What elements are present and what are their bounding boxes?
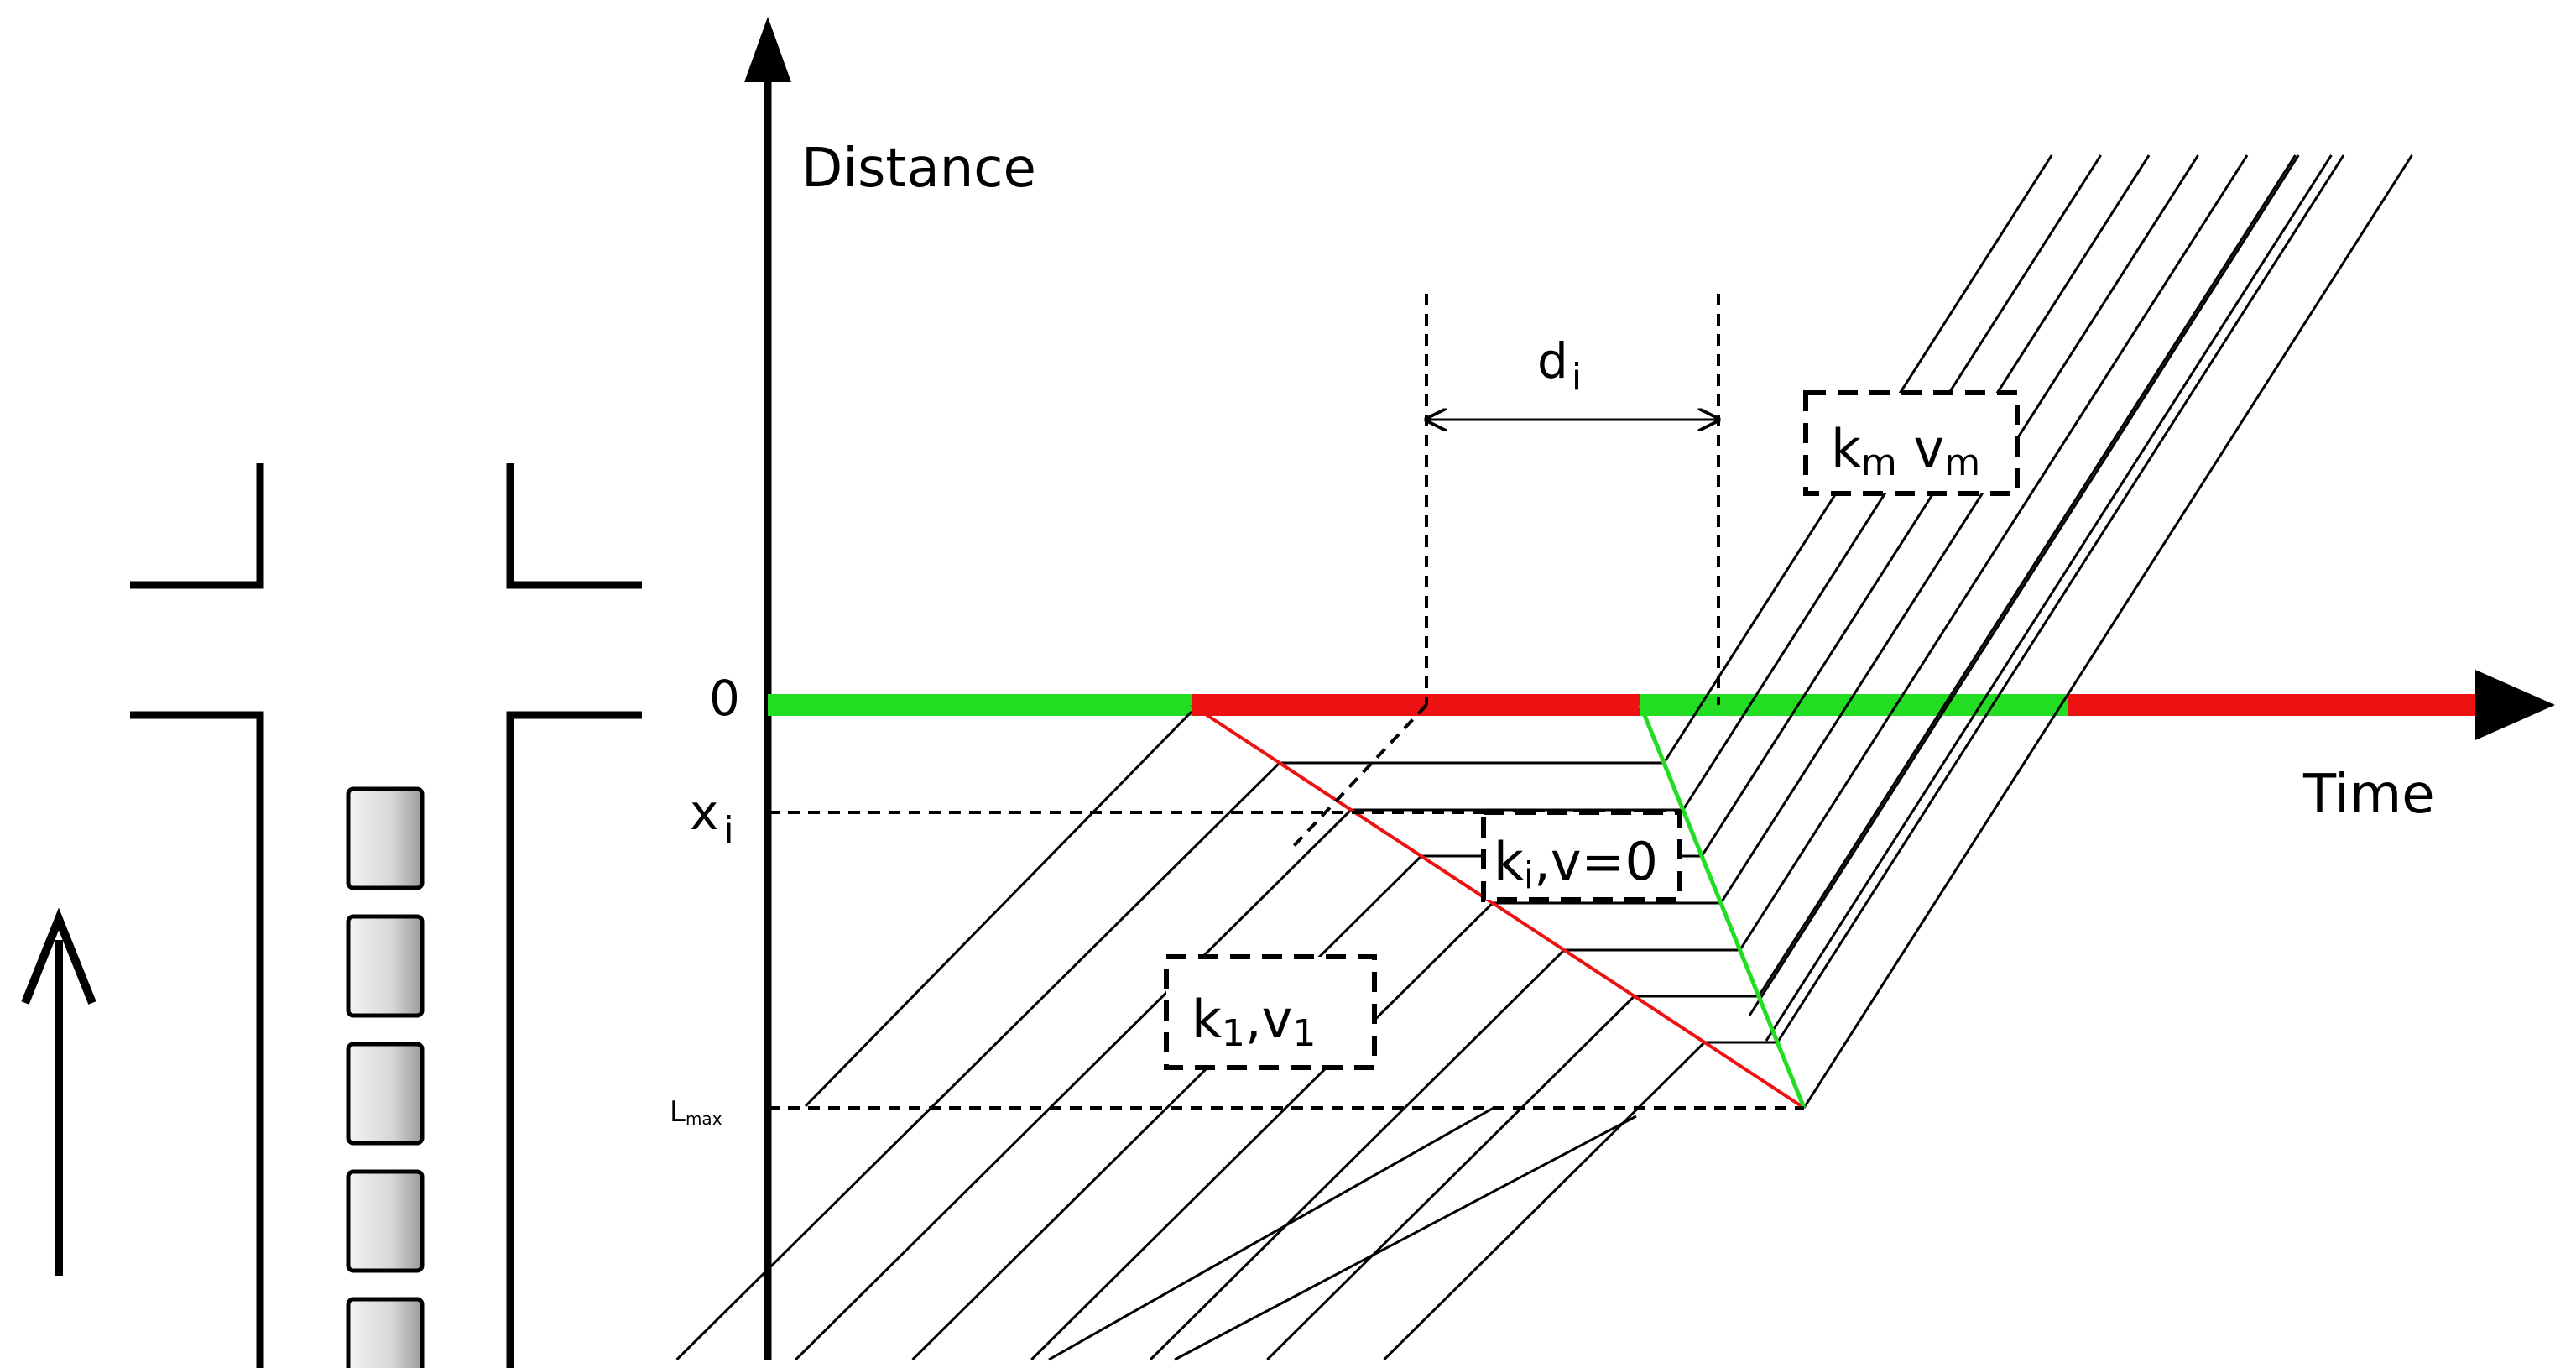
x-axis-label: Time [2302,764,2435,826]
queue-formation-shockwave [1190,703,1806,1110]
up-arrow-icon [21,907,96,1005]
vehicle-trajectory-approach [1048,1106,1494,1361]
vehicle-trajectory-approach [1149,948,1566,1361]
vehicle-trajectory-discharge [1765,154,2333,1042]
vehicle-trajectory-discharge [1719,154,2199,904]
vehicle-trajectory-approach [675,761,1280,1361]
vehicle-icon [346,914,425,1018]
road-corner-lower-left [130,711,264,1368]
ki-v0-box: ki,v=0 [1481,810,1682,902]
km-vm-box: km vm [1803,390,2020,496]
vehicle-trajectory-approach [804,710,1193,1108]
vehicle-trajectory-approach [1030,901,1494,1361]
road-corner-lower-right [506,711,642,1368]
svg-text:ki,v=0: ki,v=0 [1494,831,1658,897]
vehicle-trajectory-approach [911,854,1422,1361]
y-axis-arrowhead [744,17,791,82]
vehicle-trajectory-discharge [1776,154,2345,1043]
svg-text:k1,v1: k1,v1 [1192,989,1316,1055]
vehicle-trajectory-discharge [1700,154,2151,857]
vehicle-trajectory-discharge [1739,154,2249,951]
wave-extension-guide [1291,703,1428,849]
origin-label: 0 [709,670,740,727]
di-label: di [1537,332,1582,399]
svg-text:km vm: km vm [1831,418,1980,484]
time-distance-chart [675,17,2555,1361]
queue-discharge-shockwave [1638,704,1807,1109]
vehicle-trajectory-approach [1383,1041,1706,1361]
vehicle-trajectory-discharge [1757,154,2297,997]
x-axis-arrowhead [2475,670,2555,740]
y-axis-label: Distance [801,138,1036,200]
vehicle-trajectory-approach [795,808,1353,1361]
vehicle-trajectory-discharge [1802,154,2413,1109]
vehicle-icon [346,1169,425,1273]
road-corner-upper-right [506,463,642,589]
vehicle-icon [346,1297,425,1368]
vehicle-trajectory-approach [1266,995,1635,1361]
vehicle-trajectory-approach [1174,1115,1637,1361]
lmax-label: Lmax [670,1095,722,1129]
vehicle-icon [346,1042,425,1146]
intersection-sketch [21,463,642,1368]
vehicle-trajectory-discharge [1748,154,2300,1016]
vehicle-icon [346,786,425,890]
road-corner-upper-left [130,463,264,589]
k1-v1-box: k1,v1 [1164,954,1377,1070]
